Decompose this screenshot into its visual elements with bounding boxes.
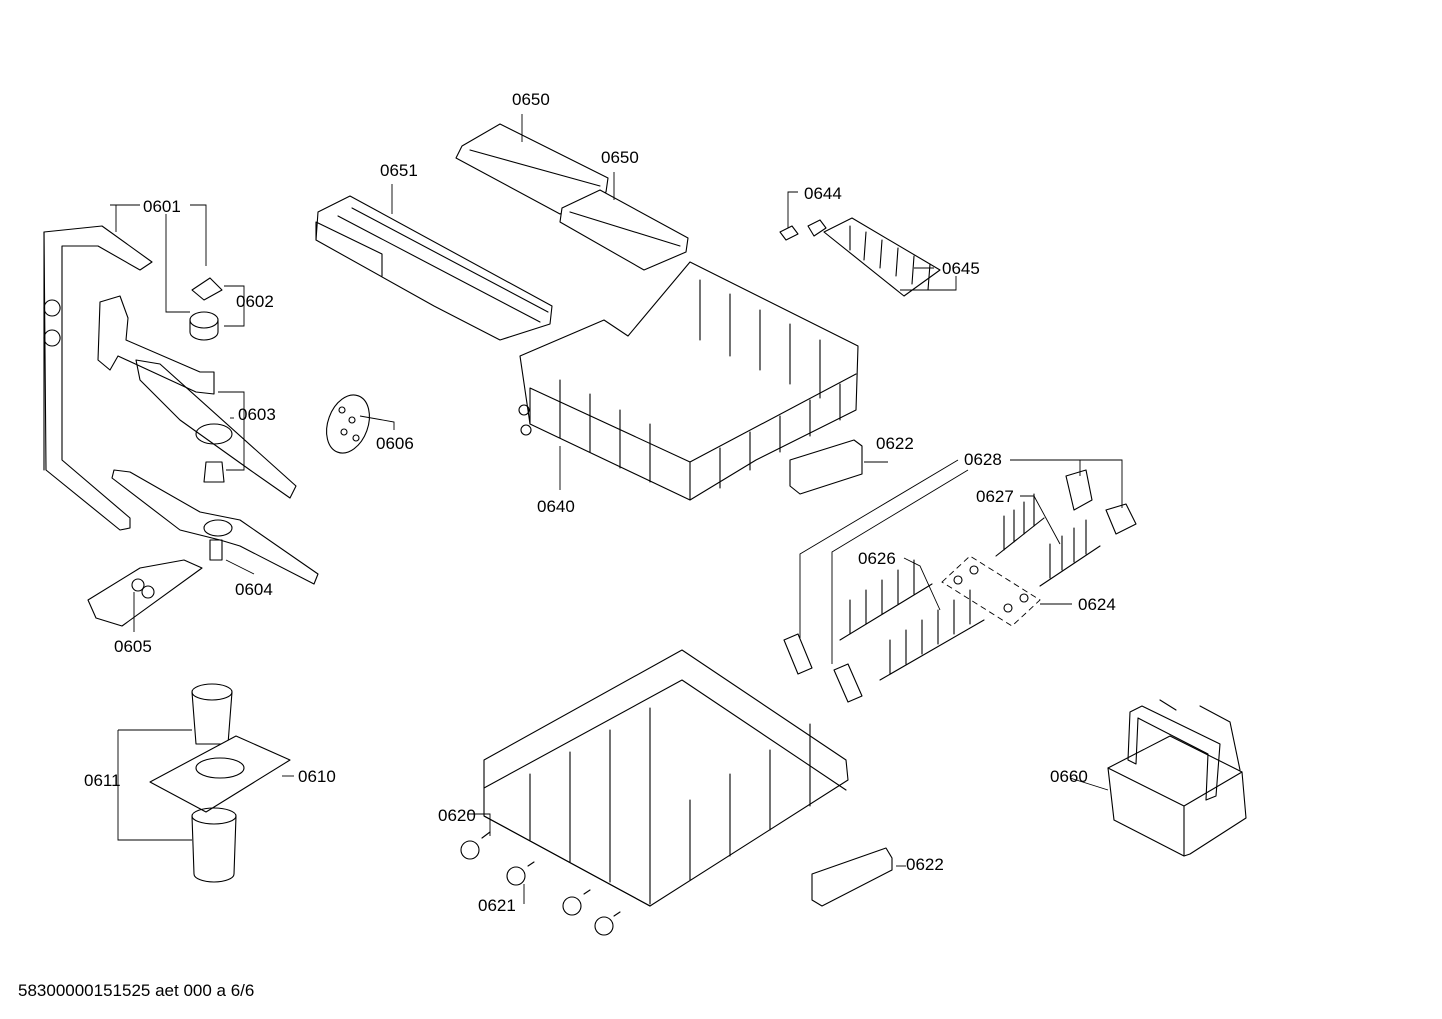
cover-part bbox=[87, 559, 203, 627]
upper-basket-part bbox=[518, 261, 859, 501]
lower-basket-part bbox=[483, 649, 849, 907]
label-0610: 0610 bbox=[298, 767, 336, 786]
label-0601: 0601 bbox=[143, 197, 181, 216]
label-0602: 0602 bbox=[236, 292, 274, 311]
label-0645: 0645 bbox=[942, 259, 980, 278]
tray-insert-lower-part bbox=[559, 189, 689, 271]
label-0651: 0651 bbox=[380, 161, 418, 180]
supply-tube-part bbox=[43, 225, 153, 531]
upper-spray-arm-part bbox=[97, 295, 297, 499]
label-0644: 0644 bbox=[804, 184, 842, 203]
drawing-reference-footer: 58300000151525 aet 000 a 6/6 bbox=[18, 981, 255, 1000]
part-labels: 0601 0602 0603 0604 0605 0606 0610 0611 … bbox=[84, 90, 1116, 915]
label-0622-upper: 0622 bbox=[876, 434, 914, 453]
upper-basket-handle-part bbox=[789, 439, 863, 495]
cutlery-basket-part bbox=[1107, 699, 1247, 857]
label-0622-lower: 0622 bbox=[906, 855, 944, 874]
label-0624: 0624 bbox=[1078, 595, 1116, 614]
label-0606: 0606 bbox=[376, 434, 414, 453]
label-0628: 0628 bbox=[964, 450, 1002, 469]
tine-rack-upper-part bbox=[995, 493, 1101, 587]
label-0640: 0640 bbox=[537, 497, 575, 516]
wheel-part bbox=[460, 831, 621, 936]
nozzle-part bbox=[189, 277, 223, 341]
label-0620: 0620 bbox=[438, 806, 476, 825]
label-0660: 0660 bbox=[1050, 767, 1088, 786]
lower-basket-handle-part bbox=[811, 847, 893, 907]
folding-rack-upper-part bbox=[823, 217, 941, 297]
filter-system-part bbox=[149, 683, 291, 883]
leader-lines bbox=[110, 114, 1123, 904]
lower-spray-arm-part bbox=[111, 469, 319, 585]
rack-bearings-part bbox=[941, 469, 1137, 627]
tine-rack-lower-part bbox=[783, 559, 985, 703]
label-0611: 0611 bbox=[84, 771, 121, 790]
label-0604: 0604 bbox=[235, 580, 273, 599]
label-0650-top: 0650 bbox=[512, 90, 550, 109]
label-0621: 0621 bbox=[478, 896, 516, 915]
filter-cap-part bbox=[326, 394, 370, 454]
cutlery-tray-part bbox=[315, 195, 553, 341]
label-0605: 0605 bbox=[114, 637, 152, 656]
label-0627: 0627 bbox=[976, 487, 1014, 506]
label-0626: 0626 bbox=[858, 549, 896, 568]
label-0603: 0603 bbox=[238, 405, 276, 424]
clip-part bbox=[779, 219, 827, 241]
label-0650-second: 0650 bbox=[601, 148, 639, 167]
tray-insert-upper-part bbox=[455, 123, 609, 215]
